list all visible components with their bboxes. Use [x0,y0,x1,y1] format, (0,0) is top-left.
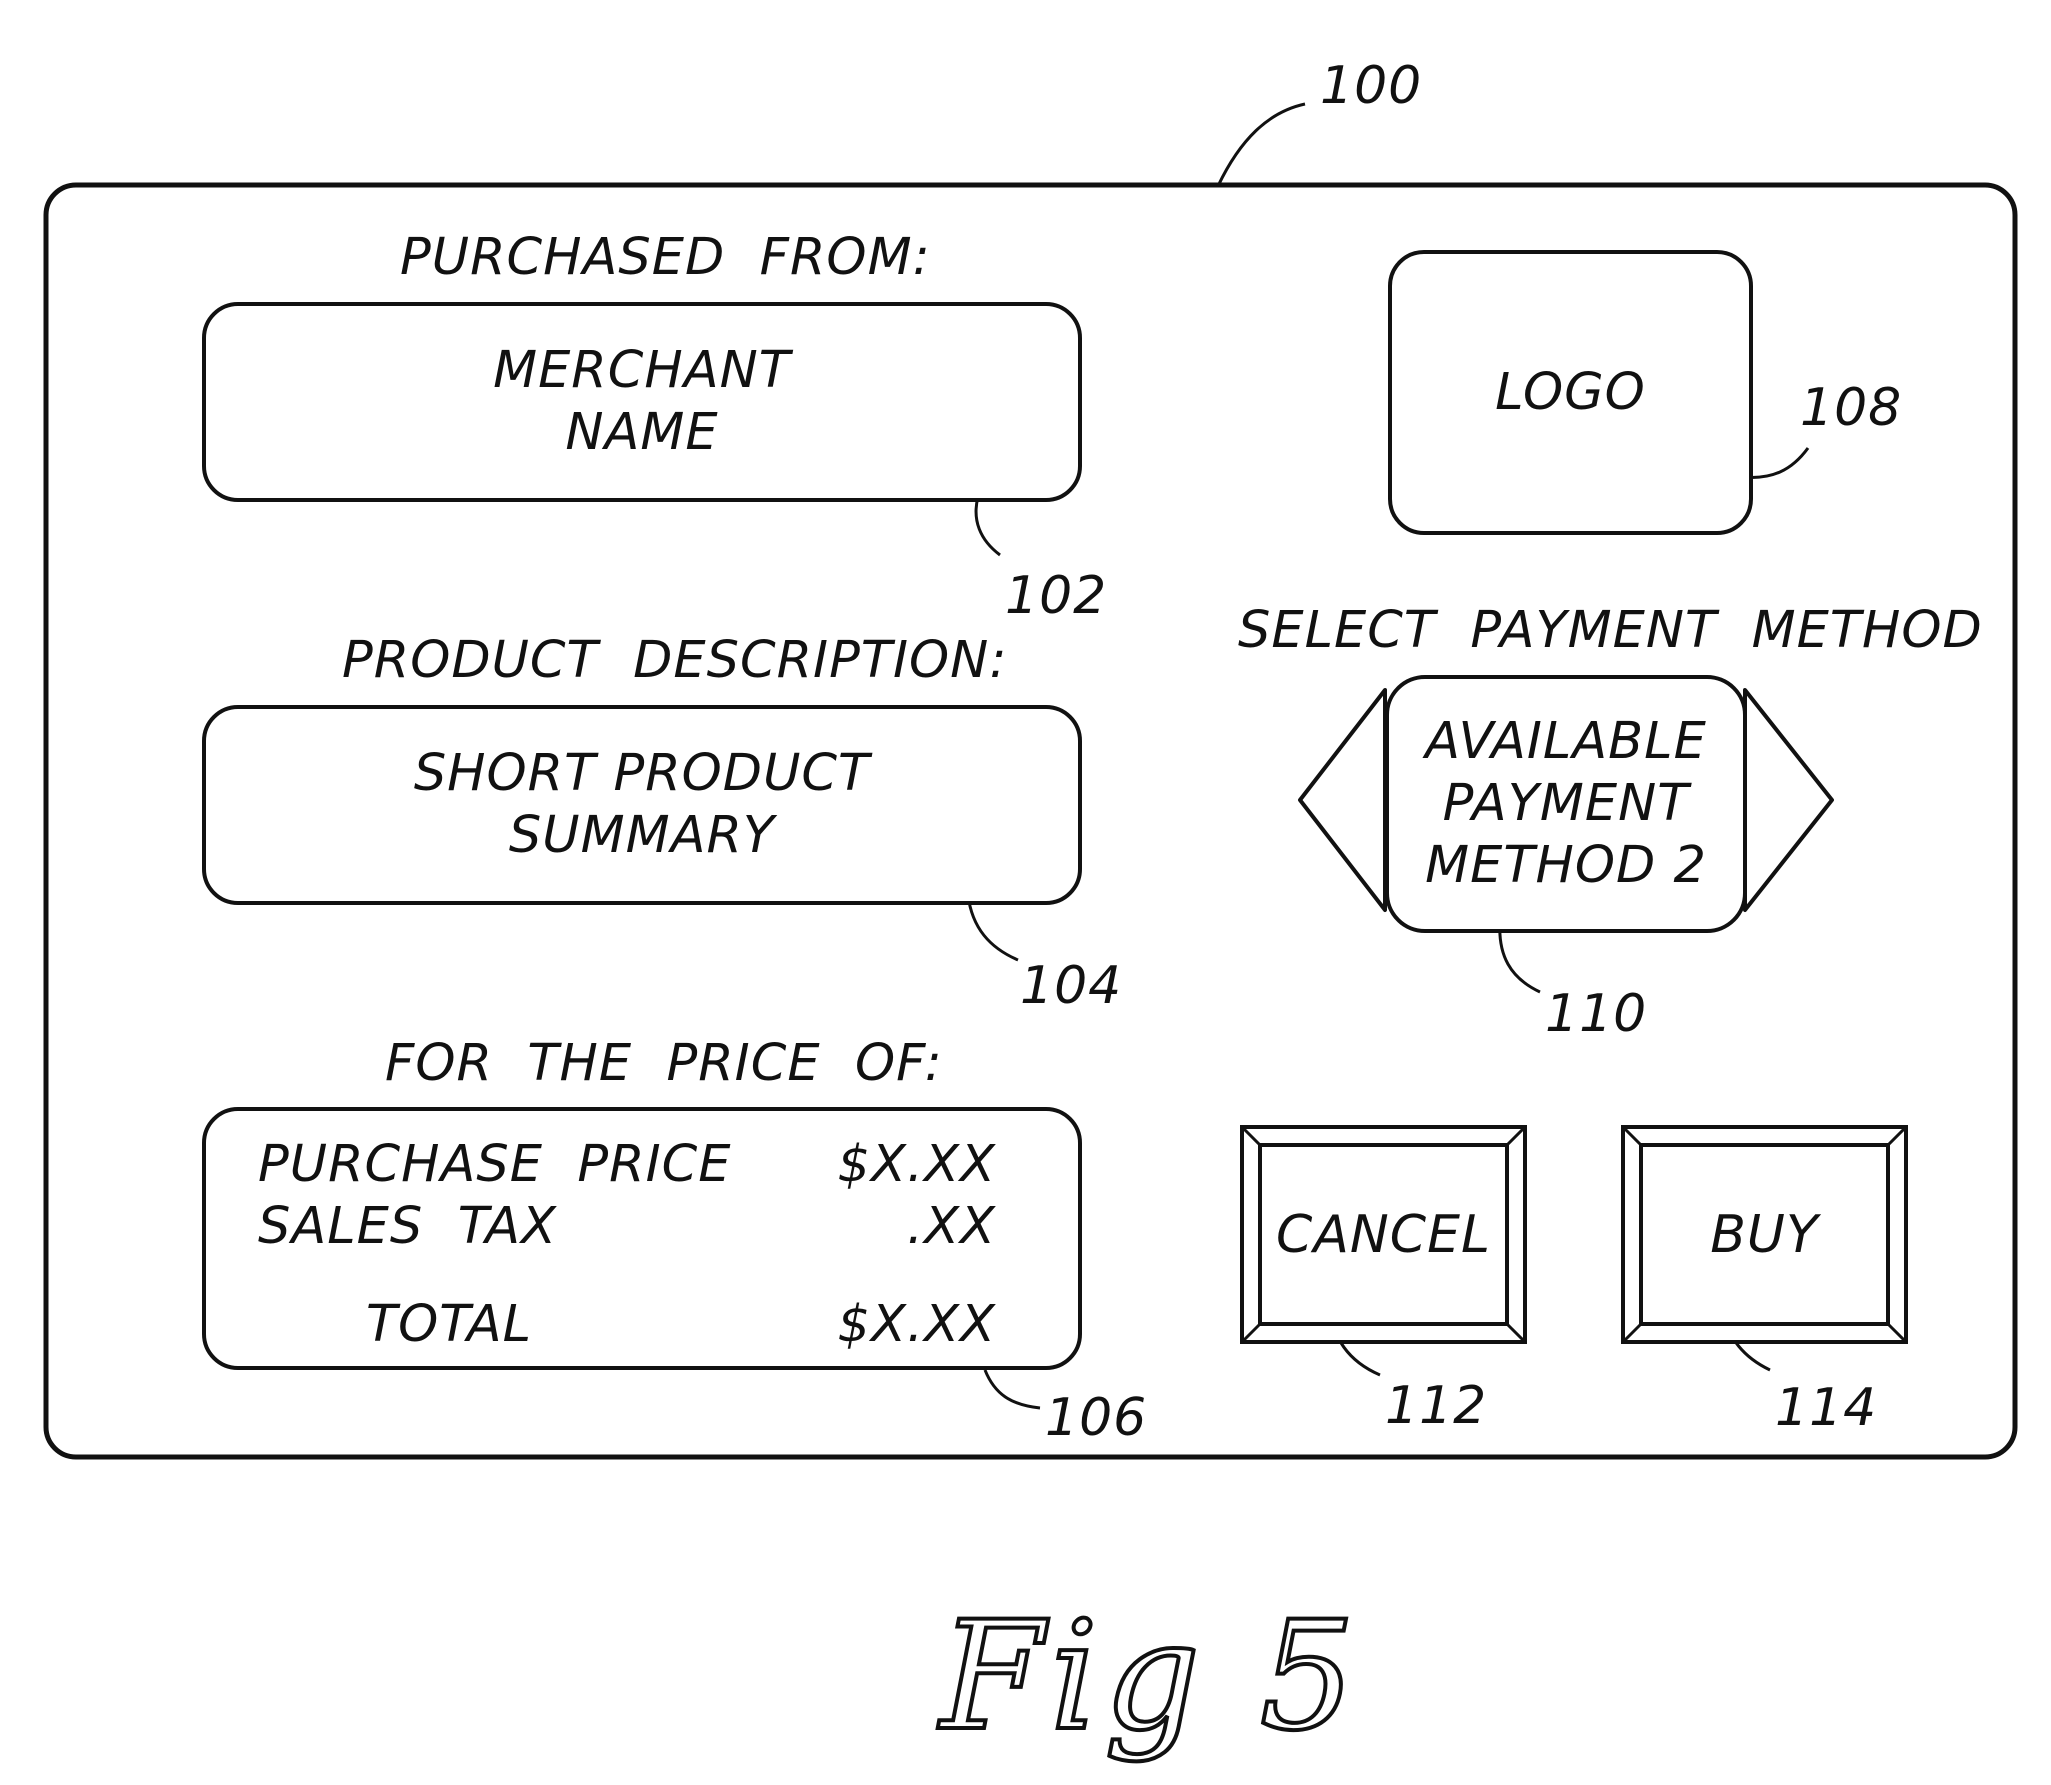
logo-box: LOGO [1388,250,1753,535]
merchant-name-line2: NAME [565,403,719,462]
total-label: TOTAL [366,1295,533,1354]
product-heading: PRODUCT DESCRIPTION: [342,631,1008,690]
leader-102 [974,496,1001,557]
product-summary-field: SHORT PRODUCT SUMMARY [202,705,1082,905]
total-amount: $X.XX [837,1295,996,1354]
price-breakdown-box: PURCHASE PRICE $X.XX SALES TAX .XX TOTAL… [202,1107,1082,1370]
buy-button-label: BUY [1710,1204,1819,1265]
logo-text: LOGO [1495,362,1646,422]
ref-114: 114 [1775,1378,1878,1438]
purchase-price-amount: $X.XX [837,1135,996,1194]
cancel-button[interactable]: CANCEL [1242,1127,1525,1342]
product-summary-line1: SHORT PRODUCT [413,744,871,803]
ref-100: 100 [1320,56,1423,116]
figure-caption: Fig 5 [938,1588,1362,1766]
leader-106 [983,1369,1041,1410]
merchant-heading: PURCHASED FROM: [400,228,931,287]
ref-112: 112 [1385,1376,1488,1436]
sales-tax-amount: .XX [906,1197,996,1256]
ref-106: 106 [1045,1388,1148,1448]
sales-tax-label: SALES TAX [258,1197,557,1256]
ref-110: 110 [1545,984,1648,1044]
payment-next-button[interactable] [1747,690,1832,910]
payment-method-line3: METHOD 2 [1425,836,1707,895]
payment-method-spinner[interactable]: AVAILABLE PAYMENT METHOD 2 [1385,675,1747,933]
ref-102: 102 [1005,566,1108,626]
payment-method-line2: PAYMENT [1442,774,1690,833]
purchase-price-label: PURCHASE PRICE [258,1135,732,1194]
product-summary-line2: SUMMARY [508,806,776,865]
leader-100 [1216,102,1306,187]
price-heading: FOR THE PRICE OF: [385,1034,943,1093]
payment-heading: SELECT PAYMENT METHOD [1238,601,1983,660]
payment-method-line1: AVAILABLE [1425,712,1707,771]
buy-button[interactable]: BUY [1623,1127,1906,1342]
cancel-button-label: CANCEL [1276,1204,1491,1265]
ref-108: 108 [1800,378,1903,438]
ref-104: 104 [1020,956,1123,1016]
payment-prev-button[interactable] [1300,690,1385,910]
merchant-name-field: MERCHANT NAME [202,302,1082,502]
window-frame [43,182,2018,1460]
merchant-name-line1: MERCHANT [493,341,791,400]
